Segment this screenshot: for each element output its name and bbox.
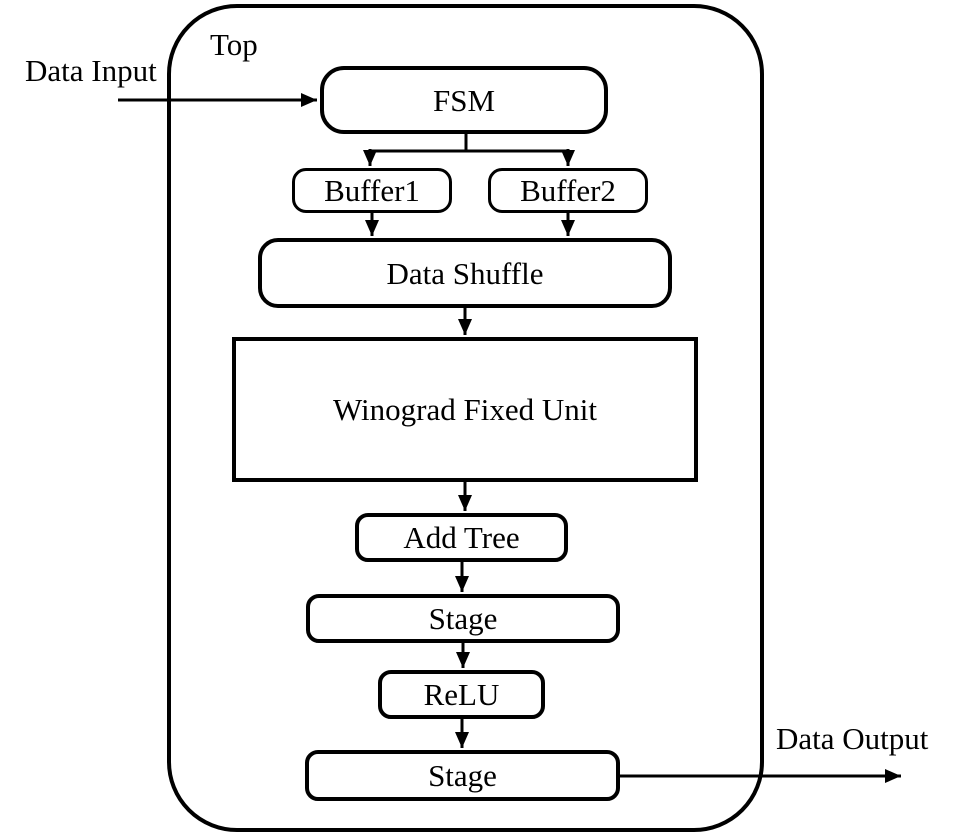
data-output-label: Data Output xyxy=(776,721,929,756)
node-stage-1: Stage xyxy=(306,594,620,643)
node-winograd-fixed-unit: Winograd Fixed Unit xyxy=(232,337,698,482)
node-fsm: FSM xyxy=(320,66,608,134)
node-data-shuffle: Data Shuffle xyxy=(258,238,672,308)
node-stage-2: Stage xyxy=(305,750,620,801)
data-input-label: Data Input xyxy=(25,53,157,88)
top-module-label: Top xyxy=(210,27,258,62)
node-buffer1: Buffer1 xyxy=(292,168,452,213)
node-relu: ReLU xyxy=(378,670,545,719)
node-add-tree: Add Tree xyxy=(355,513,568,562)
top-module-boundary xyxy=(167,4,764,832)
node-buffer2: Buffer2 xyxy=(488,168,648,213)
